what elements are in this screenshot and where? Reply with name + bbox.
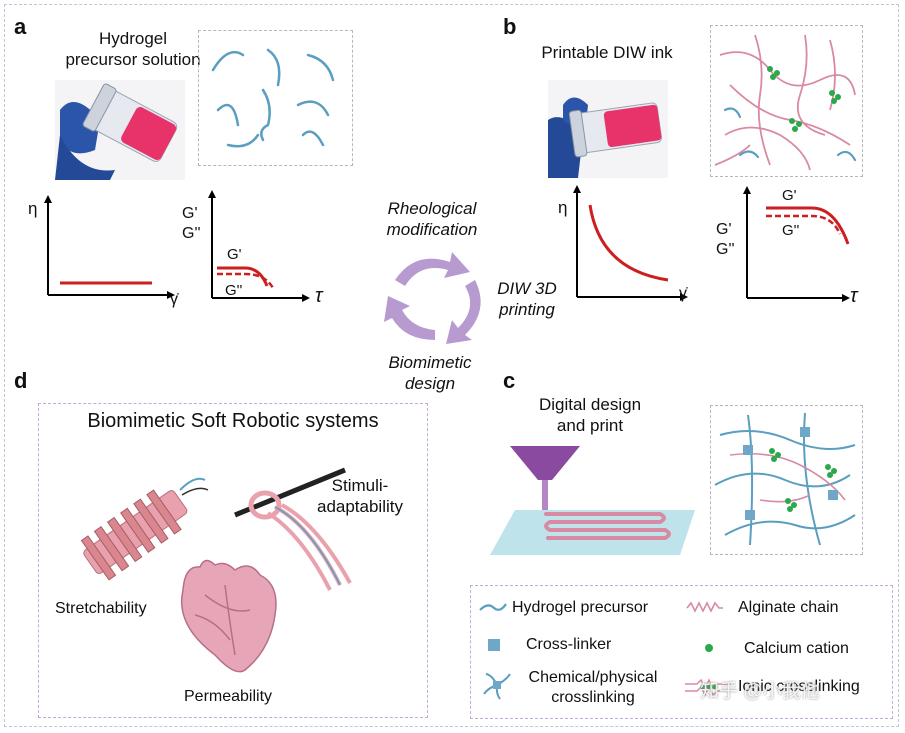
plot-a2-xlabel: τ xyxy=(315,285,323,307)
legend-ionic-icon xyxy=(685,678,731,697)
legend-chemical-2: crosslinking xyxy=(551,689,635,706)
panel-a-title: Hydrogel precursor solution xyxy=(58,28,208,70)
panel-a-title-line2: precursor solution xyxy=(65,50,201,69)
plot-b2-g1: G' xyxy=(782,187,797,204)
viscosity-plot-a xyxy=(44,195,175,299)
legend-hydrogel: Hydrogel precursor xyxy=(512,599,649,616)
panel-d-letter: d xyxy=(14,368,28,393)
panel-c-title-1: Digital design xyxy=(538,395,642,414)
printed-network-box xyxy=(710,405,863,555)
modulus-plot-a xyxy=(208,190,310,302)
panel-d-title: Biomimetic Soft Robotic systems xyxy=(87,410,379,432)
panel-b-letter: b xyxy=(503,14,517,39)
legend-crosslinker: Cross-linker xyxy=(526,636,612,653)
vial-image-b xyxy=(548,80,668,178)
vial-image-a xyxy=(55,80,185,180)
cycle-step-biomimetic: Biomimetic design xyxy=(375,352,485,394)
legend-calcium-icon xyxy=(705,644,713,652)
legend-chemical: Chemical/physical crosslinking xyxy=(508,668,678,708)
cycle-step-printing: DIW 3D printing xyxy=(487,278,567,320)
stimuli-label-2: adaptability xyxy=(316,497,403,516)
figure-frame xyxy=(4,4,899,727)
printed-network xyxy=(714,412,856,546)
precursor-strands xyxy=(211,48,335,148)
cycle-arrows xyxy=(384,252,481,344)
plot-a2-ylabel-2: G'' xyxy=(182,225,201,242)
stretchable-robot xyxy=(80,477,209,581)
stretchability-label: Stretchability xyxy=(55,600,147,617)
heart-model xyxy=(180,559,277,673)
legend-alginate-icon xyxy=(686,601,723,613)
plot-b2-g2: G'' xyxy=(782,222,800,239)
legend-calcium: Calcium cation xyxy=(744,640,849,657)
panel-c-letter: c xyxy=(503,368,516,393)
ink-network-box xyxy=(710,25,863,177)
panel-a-letter: a xyxy=(14,14,27,39)
stimuli-label-1: Stimuli- xyxy=(331,476,389,495)
cycle-step3-line1: Biomimetic xyxy=(388,353,472,372)
panel-b-title: Printable DIW ink xyxy=(541,43,673,62)
viscosity-plot-b xyxy=(573,185,688,301)
cycle-step1-line1: Rheological xyxy=(387,199,477,218)
stimuli-label: Stimuli- adaptability xyxy=(305,475,415,517)
legend-crosslinker-icon xyxy=(488,639,500,651)
legend-hydrogel-icon xyxy=(479,603,507,611)
plot-b2-ylabel: G' G'' xyxy=(716,220,735,260)
watermark: 知乎 @小我他 xyxy=(700,681,820,702)
legend-chemical-icon xyxy=(483,673,511,700)
legend-alginate: Alginate chain xyxy=(738,599,839,616)
plot-a1-xlabel: γ̇ xyxy=(170,291,178,308)
plot-b1-xlabel: γ̇ xyxy=(679,285,687,302)
plot-a2-g2: G'' xyxy=(225,282,243,299)
legend-ionic: Ionic crosslinking xyxy=(738,678,860,695)
plot-a2-g1: G' xyxy=(227,246,242,263)
plot-b2-ylabel-1: G' xyxy=(716,221,732,238)
plot-a2-ylabel-1: G' xyxy=(182,205,198,222)
legend-box xyxy=(470,585,893,719)
cycle-step2-line1: DIW 3D xyxy=(497,279,557,298)
panel-a-title-line1: Hydrogel xyxy=(98,29,168,48)
cycle-step-rheological: Rheological modification xyxy=(372,198,492,240)
cycle-step2-line2: printing xyxy=(499,300,555,319)
precursor-network-box xyxy=(198,30,353,166)
plot-b1-ylabel: η xyxy=(558,198,568,217)
soft-robotic-box xyxy=(38,403,428,718)
cycle-step1-line2: modification xyxy=(386,220,478,239)
permeability-label: Permeability xyxy=(184,688,273,705)
stimuli-robot xyxy=(234,467,352,591)
plot-b2-ylabel-2: G'' xyxy=(716,241,735,258)
modulus-plot-b xyxy=(743,186,850,302)
ink-network xyxy=(714,34,857,171)
legend-chemical-1: Chemical/physical xyxy=(528,669,658,686)
panel-c-title: Digital design and print xyxy=(525,394,655,436)
printer-scene xyxy=(490,446,695,555)
plot-a2-ylabel: G' G'' xyxy=(182,204,201,244)
plot-a1-ylabel: η xyxy=(28,199,38,218)
plot-b2-xlabel: τ xyxy=(850,285,858,307)
cycle-step3-line2: design xyxy=(404,374,456,393)
panel-c-title-2: and print xyxy=(556,416,624,435)
